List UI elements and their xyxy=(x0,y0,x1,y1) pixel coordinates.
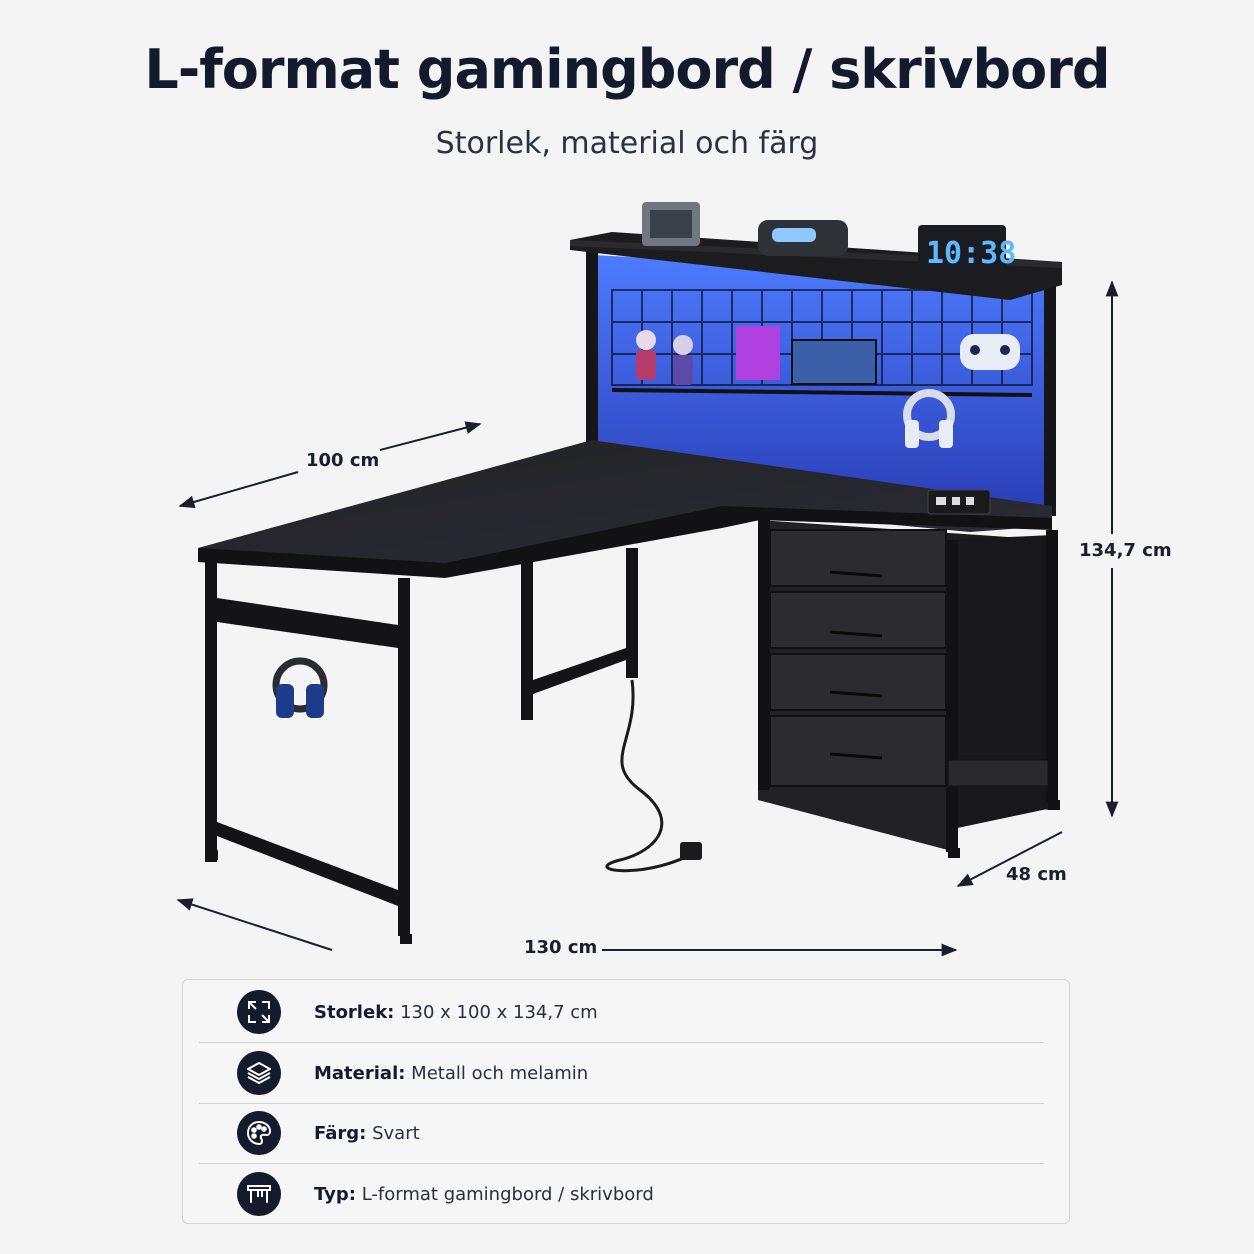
dimension-label-depth-right: 48 cm xyxy=(1006,864,1067,885)
spec-row-color: Färg: Svart xyxy=(199,1103,1044,1164)
page-title: L-format gamingbord / skrivbord xyxy=(144,38,1110,101)
dimension-label-width: 130 cm xyxy=(524,937,598,958)
spec-row-material: Material: Metall och melamin xyxy=(199,1043,1044,1104)
shelf-items: 10:38 xyxy=(642,202,1016,273)
drawer-cabinet xyxy=(758,520,1060,858)
spec-value: Metall och melamin xyxy=(411,1062,589,1084)
dimension-label-height: 134,7 cm xyxy=(1079,540,1172,561)
dimension-arrows xyxy=(176,280,1119,957)
spec-label: Färg: xyxy=(314,1122,367,1144)
spec-value: Svart xyxy=(372,1122,420,1144)
page-subtitle: Storlek, material och färg xyxy=(435,126,819,161)
spec-value: 130 x 100 x 134,7 cm xyxy=(400,1001,598,1023)
clock-display: 10:38 xyxy=(926,236,1016,271)
power-cable xyxy=(605,679,691,873)
grid-items xyxy=(636,326,1020,448)
left-frame xyxy=(205,548,638,944)
desk-illustration: 10:38 xyxy=(176,202,1119,957)
spec-label: Storlek: xyxy=(314,1001,395,1023)
spec-row-size: Storlek: 130 x 100 x 134,7 cm xyxy=(199,982,1044,1043)
dimension-label-depth-left: 100 cm xyxy=(306,450,380,471)
spec-label: Material: xyxy=(314,1062,406,1084)
layers-icon xyxy=(237,1051,281,1095)
spec-row-type: Typ: L-format gamingbord / skrivbord xyxy=(199,1164,1044,1224)
spec-panel: Storlek: 130 x 100 x 134,7 cm Material: … xyxy=(182,979,1070,1224)
palette-icon xyxy=(237,1111,281,1155)
hanging-headphones xyxy=(272,657,328,718)
spec-value: L-format gamingbord / skrivbord xyxy=(361,1183,654,1205)
desk-icon xyxy=(237,1172,281,1216)
spec-label: Typ: xyxy=(314,1183,356,1205)
resize-arrows-icon xyxy=(237,990,281,1034)
desk-top xyxy=(198,440,1052,578)
